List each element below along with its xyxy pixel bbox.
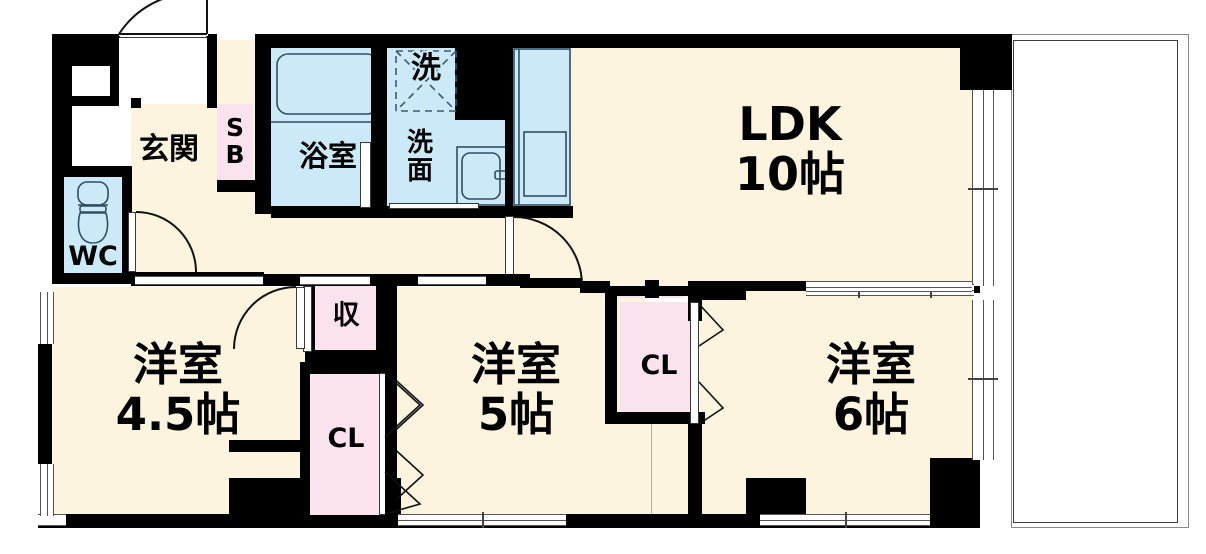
bedroom45-floor	[52, 287, 305, 515]
ldk-balcony-window-mullion	[968, 188, 998, 190]
bedroom45-wall-lower	[229, 440, 305, 452]
bathroom-wall-right	[371, 48, 387, 206]
storage-wall-bottom	[305, 350, 388, 362]
closet-mid-wall-left	[605, 292, 617, 424]
storage-door-track	[300, 276, 370, 285]
kitchen-wall-bottom	[505, 206, 573, 218]
bath-wall-left	[255, 34, 271, 214]
hall-wall-corner	[131, 98, 141, 108]
closet-left-wall-top	[300, 362, 388, 374]
exterior-wall-top-right-pier	[960, 34, 1012, 90]
washroom-wall-step	[455, 108, 520, 120]
bedroom5-alcove-wall-right	[688, 412, 702, 516]
bathroom-wall-bottom	[271, 206, 387, 218]
bedroom45-left-window-lower	[40, 464, 54, 516]
hall-ldk-wall-stub	[520, 274, 530, 288]
bedroom6-wall-top-left	[700, 288, 746, 300]
bedroom6-balcony-window	[972, 300, 994, 460]
bathroom-door-leaf	[360, 142, 371, 208]
bedroom5-door-track	[418, 276, 486, 285]
bedroom5-floor	[385, 287, 645, 515]
bedroom5-alcove-divider	[651, 424, 653, 514]
exterior-wall-top	[255, 34, 972, 48]
washroom-wall-upper-right-pier	[455, 48, 467, 120]
wc-door-leaf	[128, 212, 136, 272]
washroom-door-threshold	[389, 203, 479, 209]
balcony-inner-rail	[1013, 40, 1178, 523]
entrance-door-opening	[119, 20, 208, 36]
exterior-wall-left-bedroom	[38, 344, 52, 464]
genkan-wall-bottom-left	[52, 96, 119, 106]
bedroom45-door-leaf	[296, 287, 305, 349]
closet-mid-door-leaf	[690, 302, 699, 424]
ldk-partition-wall-left	[520, 278, 582, 288]
bedroom6-floor	[700, 287, 972, 515]
storage-shuunou-area	[310, 286, 382, 352]
closet-mid-wall-mullion	[645, 280, 659, 298]
bedroom6-bottom-window-mullion	[845, 512, 847, 528]
exterior-wall-bottom-left	[38, 514, 238, 528]
bedroom5-bottom-window-mullion	[482, 512, 484, 528]
shoe-box-wall-bottom	[217, 180, 255, 192]
kitchen-sink-icon	[513, 48, 571, 206]
kitchen-counter	[513, 48, 571, 206]
closet-left-area	[310, 372, 382, 515]
closet-mid-area	[620, 302, 698, 424]
bedroom5-wall-left	[385, 286, 397, 516]
shoe-box-area	[217, 104, 253, 180]
closet-left-wall-left	[300, 362, 310, 522]
wc-wall-left	[52, 166, 66, 284]
genkan-wall-right	[207, 34, 217, 108]
closet-mid-wall-bottom	[605, 412, 705, 424]
washer-space-icon	[395, 50, 457, 112]
toilet-icon	[77, 181, 109, 244]
genkan-wall-right-of-pier	[110, 34, 119, 106]
ldk-partition-window	[806, 281, 972, 292]
ldk-floor	[520, 40, 972, 288]
washroom-wall-bottom	[387, 206, 520, 218]
wc-wall-top	[52, 166, 132, 178]
closet-mid-wall-top-left	[580, 281, 610, 293]
wc-floor	[64, 177, 122, 273]
bedroom6-balcony-window-mullion	[968, 378, 998, 380]
bedroom45-left-window-upper	[40, 292, 54, 344]
bedroom45-sliding-door-top	[135, 276, 263, 285]
